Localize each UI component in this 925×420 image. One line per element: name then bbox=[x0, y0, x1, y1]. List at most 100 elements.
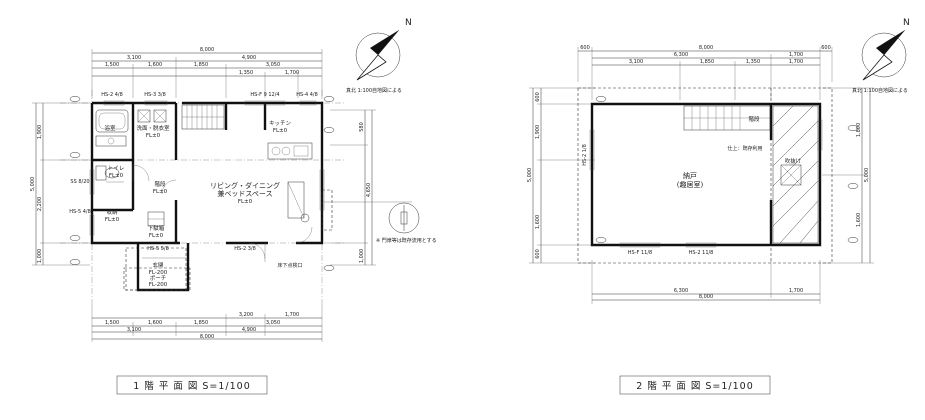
room-storage-fl: FL±0 bbox=[105, 217, 120, 223]
dim-sub: 3,050 bbox=[266, 320, 280, 326]
floor1-walls bbox=[90, 101, 324, 292]
room-entry: 玄関 bbox=[152, 261, 164, 269]
dim-seg: 4,900 bbox=[242, 55, 256, 61]
north-label: N bbox=[405, 18, 412, 28]
floor2-dims-right: 5,000 1,800 1,600 bbox=[822, 87, 874, 264]
dim-sub: 1,850 bbox=[700, 59, 714, 65]
note-gate: ※ 門扉等は既存流用とする bbox=[376, 237, 437, 244]
dim-sub: 1,700 bbox=[789, 59, 803, 65]
room-storage: 収納 bbox=[106, 208, 118, 216]
floor1-grid-lines bbox=[60, 90, 345, 305]
dim-seg: 2,200 bbox=[37, 197, 43, 211]
floor1-dims-top: 8,000 3,100 4,900 1,500 1,600 1,850 3,05… bbox=[91, 47, 323, 98]
dim-seg: 6,300 bbox=[674, 288, 688, 294]
dim-total: 5,000 bbox=[864, 168, 870, 182]
floor1-stairs bbox=[181, 104, 225, 130]
floor1-doors bbox=[132, 164, 313, 262]
room-ldk-sub: 兼ベッドスペース bbox=[217, 189, 272, 198]
room-ldk: リビング・ダイニング bbox=[210, 181, 280, 190]
note-inspection: 床下点検口 bbox=[277, 262, 302, 269]
floor1-dims-bottom: 3,200 1,700 1,500 1,600 1,850 3,050 3,10… bbox=[91, 305, 323, 342]
dim-seg: 600 bbox=[535, 92, 541, 102]
dim-sub: 3,200 bbox=[239, 312, 253, 318]
floor1-caption-box bbox=[116, 375, 268, 395]
room-kitchen-fl: FL±0 bbox=[273, 128, 288, 134]
sash-label: HS-F 9 12/4 bbox=[250, 92, 279, 98]
bathtub-fixture bbox=[95, 109, 129, 133]
room-bath: 浴室 bbox=[104, 124, 116, 132]
dim-total: 8,000 bbox=[699, 294, 713, 300]
dim-total: 8,000 bbox=[200, 334, 214, 340]
dim-seg: 1,800 bbox=[856, 123, 862, 137]
floor1-plan: 8,000 3,100 4,900 1,500 1,600 1,850 3,05… bbox=[30, 47, 437, 395]
dim-seg: 580 bbox=[359, 122, 365, 132]
dim-seg: 1,700 bbox=[789, 52, 803, 58]
sash-label: HS-4 4/8 bbox=[296, 92, 318, 98]
room-closet: 納戸 bbox=[683, 171, 697, 180]
sash-label: HS-2 4/8 bbox=[101, 92, 123, 98]
dim-total: 5,000 bbox=[527, 168, 533, 182]
sash-label: HS-5 5/8 bbox=[147, 246, 169, 252]
floor2-walls bbox=[590, 102, 822, 247]
sash-label: HS-2 11/8 bbox=[689, 250, 714, 256]
dim-seg: 6,300 bbox=[674, 52, 688, 58]
dim-total: 4,650 bbox=[366, 183, 372, 197]
void-marker bbox=[780, 164, 802, 186]
room-porch: ポーチ bbox=[150, 275, 167, 282]
dim-sub: 1,700 bbox=[285, 70, 299, 76]
north-note: 真北 1:100自地図による bbox=[852, 87, 908, 94]
room-stair: 階段 bbox=[154, 180, 166, 188]
dim-seg: 1,600 bbox=[535, 215, 541, 229]
room-stair-fl: FL±0 bbox=[153, 189, 168, 195]
room-wash-fl: FL±0 bbox=[146, 133, 161, 139]
sash-label: SS 8/20 bbox=[70, 179, 89, 185]
gate-symbol bbox=[388, 202, 420, 234]
floor2-dims-top: 600 8,000 600 6,300 1,700 3,100 1,850 1,… bbox=[577, 45, 833, 100]
dim-seg: 600 bbox=[821, 45, 831, 51]
north-note: 真北 1:100自地図による bbox=[346, 87, 402, 94]
storage-fixture bbox=[147, 211, 165, 227]
dim-sub: 3,100 bbox=[629, 59, 643, 65]
room-wash: 洗面・脱衣室 bbox=[136, 124, 170, 132]
dim-sub: 1,850 bbox=[194, 62, 208, 68]
void-hatch bbox=[772, 105, 819, 244]
roof-outline bbox=[577, 87, 833, 264]
kitchen-fixtures bbox=[267, 142, 313, 219]
floor2-caption: 2 階 平 面 図 S=1/100 bbox=[636, 381, 754, 392]
sash-label: HS-F 11/8 bbox=[628, 250, 652, 256]
dim-sub: 1,600 bbox=[148, 62, 162, 68]
dim-seg: 1,700 bbox=[789, 288, 803, 294]
room-wc-fl: FL±0 bbox=[109, 173, 124, 179]
dim-seg: 3,100 bbox=[127, 327, 141, 333]
floor2-note: 仕上：既存利用 bbox=[727, 145, 762, 152]
room-wc: トイレ bbox=[108, 166, 125, 172]
washroom-fixtures bbox=[95, 109, 167, 147]
dim-sub: 1,350 bbox=[746, 59, 760, 65]
dim-seg: 1,900 bbox=[535, 125, 541, 139]
entry-porch bbox=[123, 247, 191, 291]
dim-total: 8,000 bbox=[200, 47, 214, 53]
sash-label: HS-2 3/8 bbox=[234, 246, 256, 252]
sash-label: HS-3 3/8 bbox=[144, 92, 166, 98]
dim-total: 8,000 bbox=[699, 45, 713, 51]
dim-seg: 600 bbox=[535, 249, 541, 259]
dim-sub: 1,500 bbox=[105, 320, 119, 326]
dim-sub: 1,700 bbox=[285, 312, 299, 318]
room-stair: 階段 bbox=[748, 115, 760, 123]
dim-sub: 1,850 bbox=[194, 320, 208, 326]
room-closet-sub: (趣居室) bbox=[677, 180, 704, 189]
dim-seg: 1,900 bbox=[37, 125, 43, 139]
floor2-dims-left: 5,000 600 1,900 1,600 600 bbox=[527, 87, 595, 264]
dim-sub: 1,350 bbox=[239, 70, 253, 76]
dim-seg: 1,000 bbox=[37, 249, 43, 263]
floor1-grid-bubbles bbox=[69, 96, 335, 271]
exterior-deck bbox=[300, 189, 412, 231]
dim-seg: 4,900 bbox=[242, 327, 256, 333]
sash-label: HS-2 1/8 bbox=[582, 144, 588, 166]
dim-sub: 1,600 bbox=[148, 320, 162, 326]
dim-sub: 3,050 bbox=[266, 62, 280, 68]
room-entry-fl: FL-200 bbox=[149, 270, 168, 276]
floor1-caption: 1 階 平 面 図 S=1/100 bbox=[133, 381, 251, 392]
floor2-windows bbox=[589, 119, 823, 248]
floor2-caption-box bbox=[619, 375, 771, 395]
